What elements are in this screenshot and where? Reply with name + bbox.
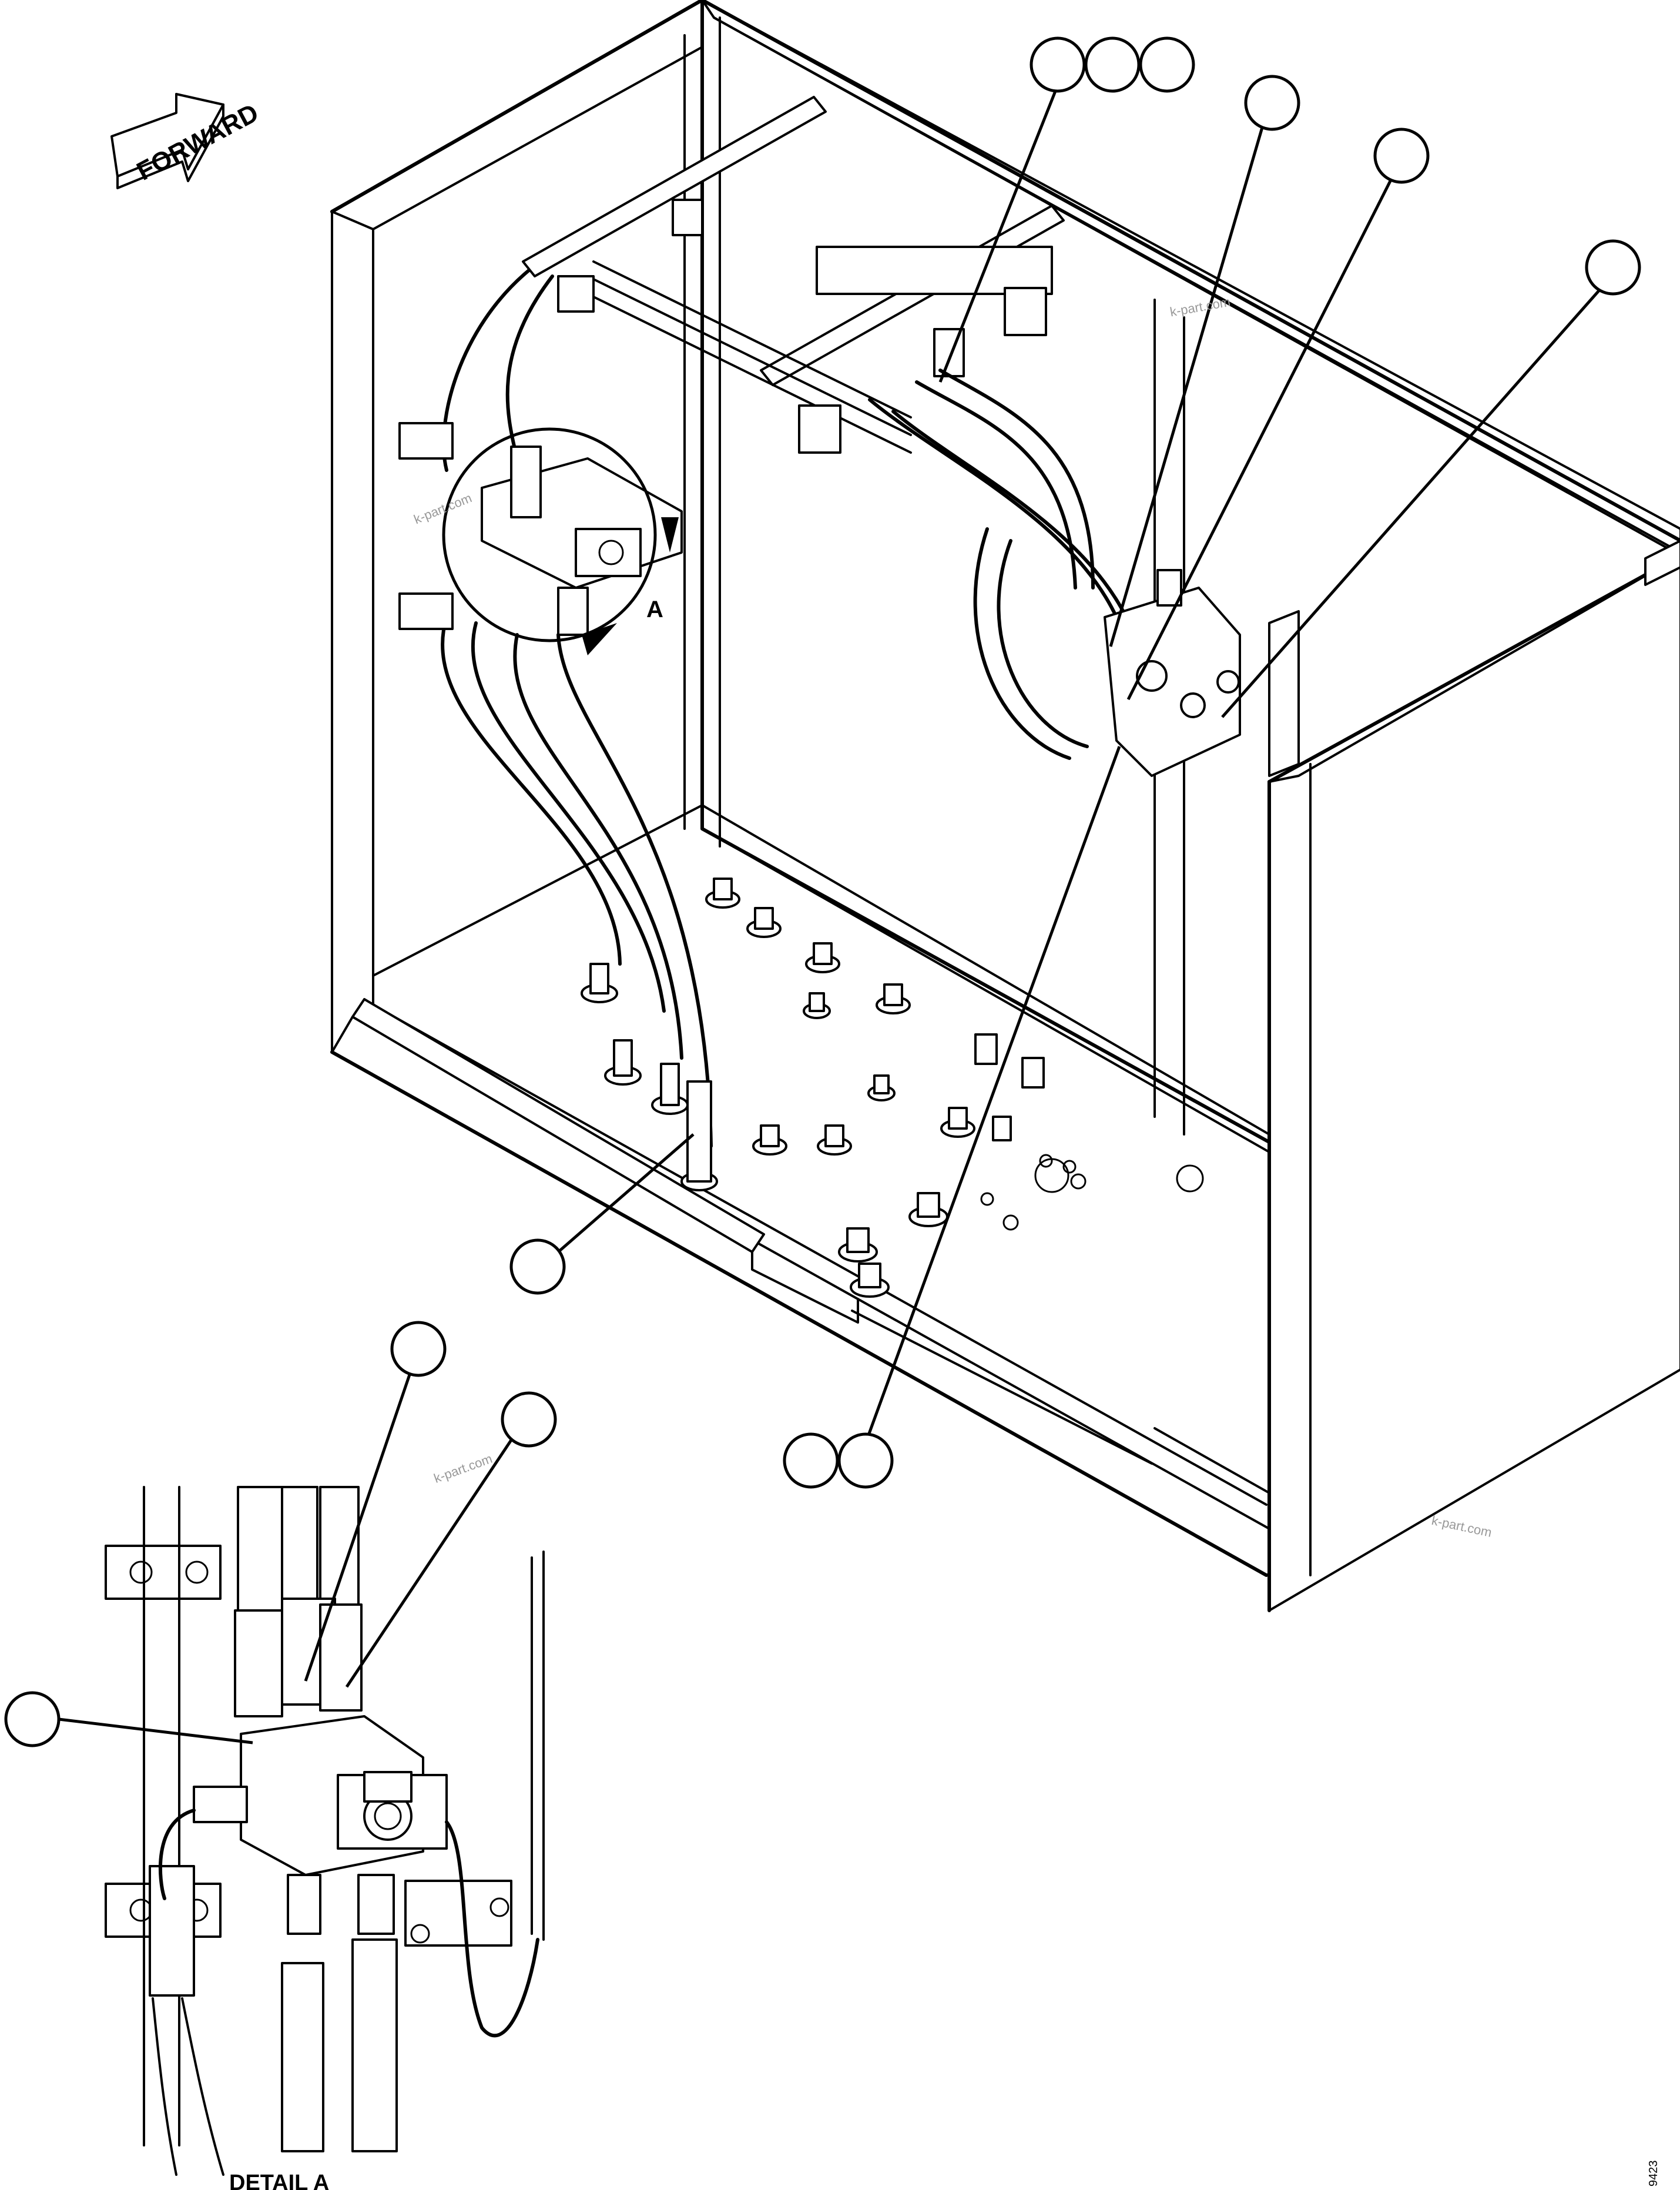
cabinet-frame (330, 0, 1680, 1612)
callout-bubble (509, 1238, 566, 1295)
callout-bubble (1030, 36, 1086, 93)
callout-bubble (1084, 36, 1141, 93)
callout-bubble (837, 1432, 894, 1489)
valve-manifold (1104, 569, 1300, 777)
callouts (4, 36, 1641, 1747)
detail-caption: DETAIL A (229, 2171, 329, 2190)
callout-bubble (1373, 128, 1430, 184)
callout-bubble (501, 1391, 557, 1448)
hydraulic-hoses (441, 269, 1136, 1148)
callout-bubble (1585, 239, 1641, 296)
callout-bubble (1244, 75, 1300, 131)
callout-bubble (783, 1432, 839, 1489)
floor-fittings (581, 878, 1204, 1298)
watermark: k-part.com (412, 490, 474, 527)
top-support-rails (522, 96, 1065, 454)
callout-bubble (390, 1321, 447, 1377)
watermark: k-part.com (1169, 294, 1232, 320)
figure-number: 9423 (1647, 2161, 1660, 2187)
callout-bubble (4, 1691, 61, 1747)
detail-a-assembly: DETAIL A (105, 1486, 545, 2190)
detail-a-circle (442, 427, 657, 642)
detail-arrow-icon (661, 517, 679, 552)
detail-marker: A (646, 597, 663, 622)
detail-arrow-icon (582, 623, 617, 655)
watermark: k-part.com (1430, 1513, 1493, 1540)
solenoid-valve: A (398, 422, 683, 655)
callout-bubble (1139, 36, 1195, 93)
forward-arrow: FORWARD (110, 93, 263, 189)
